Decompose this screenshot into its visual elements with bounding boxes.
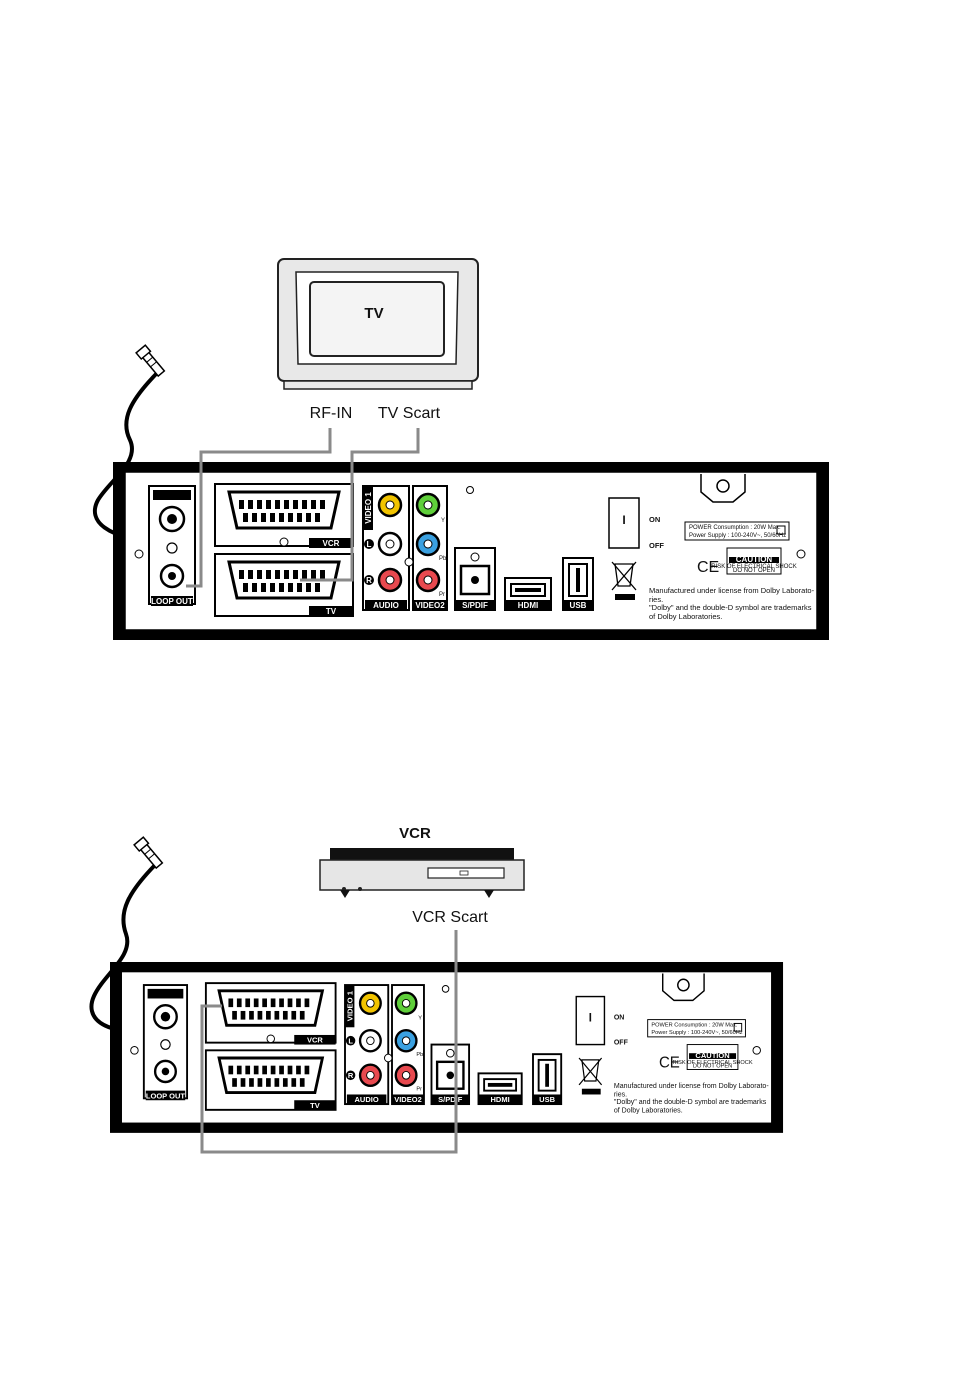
power-supply-text: Power Supply : 100-240V~, 50/60Hz bbox=[689, 533, 786, 539]
power-consumption-text: POWER Consumption : 20W Max. bbox=[689, 525, 781, 531]
dolby-line3: "Dolby" and the double-D symbol are trad… bbox=[614, 1098, 767, 1106]
dolby-line4: of Dolby Laboratories. bbox=[614, 1107, 683, 1115]
video2-label: VIDEO2 bbox=[394, 1095, 422, 1104]
off-label: OFF bbox=[649, 541, 664, 550]
tv-scart-port-label: TV bbox=[310, 1101, 321, 1110]
vcr-scart-label: VCR Scart bbox=[412, 909, 488, 926]
y-label: Y bbox=[418, 1016, 422, 1022]
diagram-vcr-connection: VCR VCR Scart LOOP OUT bbox=[89, 825, 785, 1154]
tv-illustration: TV bbox=[277, 258, 479, 390]
ce-mark: CE bbox=[697, 559, 719, 576]
video1-label: VIDEO 1 bbox=[346, 990, 355, 1021]
ce-mark: CE bbox=[659, 1054, 680, 1071]
spdif-label: S/PDIF bbox=[462, 601, 488, 610]
vcr-scart-port-label: VCR bbox=[323, 539, 340, 548]
on-label: ON bbox=[649, 515, 660, 524]
dolby-line2: ries. bbox=[649, 595, 663, 604]
pr-label: Pr bbox=[439, 592, 445, 598]
vcr-illustration bbox=[319, 848, 525, 898]
caution-label: CAUTION bbox=[736, 555, 773, 564]
diagram-tv-connection: TV RF-IN TV Scart LOOP OUT VCR TV VIDEO … bbox=[92, 258, 831, 642]
pb-label: Pb bbox=[439, 556, 447, 562]
caution-line2: DO NOT OPEN bbox=[693, 1064, 732, 1070]
pr-label: Pr bbox=[416, 1087, 422, 1093]
usb-label: USB bbox=[570, 601, 587, 610]
vcr-scart-port-label: VCR bbox=[307, 1036, 323, 1045]
audio-label: AUDIO bbox=[373, 601, 399, 610]
on-label: ON bbox=[614, 1014, 625, 1022]
video2-label: VIDEO2 bbox=[415, 601, 445, 610]
y-label: Y bbox=[441, 518, 445, 524]
tv-connection-cables bbox=[186, 428, 420, 588]
tv-label: TV bbox=[364, 305, 383, 322]
audio-r-label: R bbox=[348, 1071, 354, 1080]
dolby-line1: Manufactured under license from Dolby La… bbox=[614, 1082, 769, 1090]
pb-label: Pb bbox=[416, 1052, 423, 1058]
audio-l-label: L bbox=[367, 540, 372, 549]
caution-label: CAUTION bbox=[695, 1051, 729, 1060]
audio-l-label: L bbox=[348, 1037, 353, 1046]
audio-r-label: R bbox=[366, 576, 372, 585]
receiver-rear-panel: LOOP OUT VCR TV VIDEO 1 AUDIO VIDEO2 Y P… bbox=[111, 460, 831, 642]
off-label: OFF bbox=[614, 1038, 629, 1046]
hdmi-label: HDMI bbox=[518, 601, 538, 610]
vcr-connection-cable bbox=[200, 930, 458, 1154]
loop-out-label: LOOP OUT bbox=[146, 1091, 185, 1100]
power-consumption-text: POWER Consumption : 20W Max. bbox=[651, 1022, 737, 1028]
receiver-rear-panel-2: LOOP OUT VCR TV VIDEO 1 AUDIO VIDEO2 Y P… bbox=[108, 960, 785, 1135]
caution-line2: DO NOT OPEN bbox=[733, 568, 775, 574]
dolby-line1: Manufactured under license from Dolby La… bbox=[649, 586, 815, 595]
hdmi-label: HDMI bbox=[490, 1095, 509, 1104]
vcr-label: VCR bbox=[399, 825, 431, 842]
audio-label: AUDIO bbox=[355, 1095, 379, 1104]
caution-line1: RISK OF ELECTRICAL SHOCK bbox=[711, 564, 796, 570]
dolby-line3: "Dolby" and the double-D symbol are trad… bbox=[649, 603, 812, 612]
tv-scart-label: TV Scart bbox=[378, 405, 441, 422]
caution-line1: RISK OF ELECTRICAL SHOCK bbox=[672, 1060, 752, 1066]
rf-in-label: RF-IN bbox=[310, 405, 353, 422]
power-supply-text: Power Supply : 100-240V~, 50/60Hz bbox=[651, 1030, 742, 1036]
power-switch-mark: I bbox=[589, 1012, 592, 1024]
tv-scart-port-label: TV bbox=[326, 607, 337, 616]
receiver-labels: LOOP OUT VCR TV VIDEO 1 AUDIO VIDEO2 Y P… bbox=[151, 492, 814, 621]
usb-label: USB bbox=[539, 1095, 555, 1104]
video1-label: VIDEO 1 bbox=[364, 492, 373, 524]
power-switch-mark: I bbox=[622, 513, 625, 527]
receiver-labels-2: LOOP OUT VCR TV VIDEO 1 AUDIO VIDEO2 Y P… bbox=[146, 990, 769, 1115]
dolby-line2: ries. bbox=[614, 1090, 627, 1098]
dolby-line4: of Dolby Laboratories. bbox=[649, 612, 722, 621]
spdif-label: S/PDIF bbox=[438, 1095, 463, 1104]
loop-out-label: LOOP OUT bbox=[151, 597, 193, 606]
